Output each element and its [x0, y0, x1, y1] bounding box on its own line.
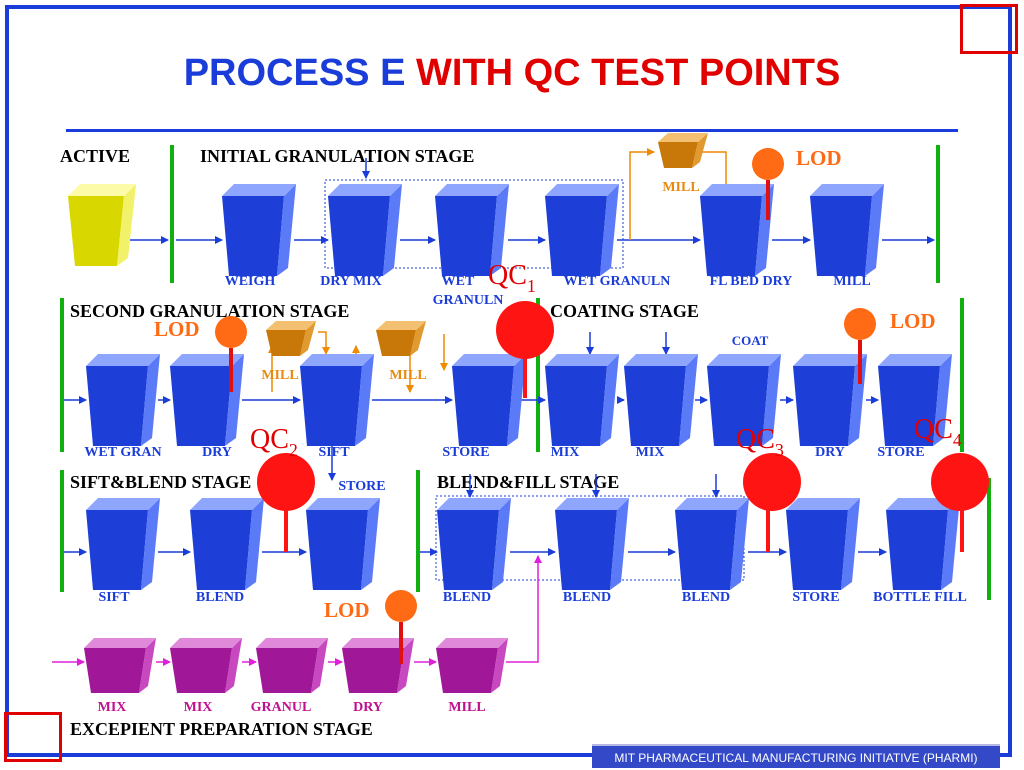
sift-unit-3 [86, 498, 160, 590]
fl-bed-dry-unit [700, 184, 774, 276]
label-wet-gran: WET GRAN [84, 445, 161, 460]
lod-label-3: LOD [890, 309, 936, 333]
label-dry-mix: DRY MIX [320, 274, 382, 289]
label-sift-3: SIFT [98, 590, 130, 605]
qc4-label: QC4 [914, 414, 962, 450]
label-blend-1: BLEND [443, 590, 491, 605]
label-weigh: WEIGH [225, 274, 276, 289]
label-wet-granuln: WET GRANULN [564, 274, 671, 289]
label-exc-mill: MILL [448, 700, 485, 715]
label-store-3: STORE [792, 590, 839, 605]
mix-unit-1 [545, 354, 619, 446]
title-part-1: PROCESS E [183, 52, 406, 94]
store-top-unit [306, 498, 380, 590]
excipient-dry-unit [342, 638, 414, 693]
label-mill: MILL [833, 274, 870, 289]
store-unit [452, 354, 526, 446]
wet-granuln-2-unit [545, 184, 619, 276]
label-fl-bed-dry: FL BED DRY [710, 274, 793, 289]
excipient-mix-unit-2 [170, 638, 242, 693]
corner-square-bottom-left [4, 712, 62, 762]
qc2-label: QC2 [250, 424, 298, 460]
lod-label-2: LOD [154, 317, 200, 341]
label-store: STORE [442, 445, 489, 460]
blend-unit-3 [675, 498, 749, 590]
lod-marker-1 [752, 148, 784, 180]
label-side-mill: MILL [662, 180, 699, 195]
mix-unit-2 [624, 354, 698, 446]
mill-unit-b [376, 321, 426, 356]
corner-square-top-right [960, 4, 1018, 54]
label-sift: SIFT [318, 445, 350, 460]
label-wet: WET [442, 274, 475, 289]
qc2-marker [257, 453, 315, 511]
qc1-marker [496, 301, 554, 359]
label-exc-dry: DRY [353, 700, 383, 715]
label-mix-1: MIX [551, 445, 580, 460]
label-coat: COAT [732, 333, 769, 348]
label-mix-2: MIX [636, 445, 665, 460]
lod-label-1: LOD [796, 146, 842, 170]
label-store-top: STORE [338, 479, 385, 494]
qc-points [257, 301, 989, 552]
excipient-granul-unit [256, 638, 328, 693]
stage-label-blendfill: BLEND&FILL STAGE [437, 472, 619, 492]
weigh-unit [222, 184, 296, 276]
side-mill-unit [658, 133, 708, 168]
blend-unit-2 [555, 498, 629, 590]
blend-unit-1 [437, 498, 511, 590]
label-store-2: STORE [877, 445, 924, 460]
lod-label-4: LOD [324, 598, 370, 622]
slide-title: PROCESS E WITH QC TEST POINTS [0, 52, 1024, 95]
store-unit-3 [786, 498, 860, 590]
stage-label-initial: INITIAL GRANULATION STAGE [200, 146, 474, 166]
row4-units [84, 638, 508, 693]
qc1-label: QC1 [488, 260, 536, 296]
qc3-label: QC3 [736, 424, 784, 460]
bottle-fill-unit [886, 498, 960, 590]
mill-unit-a [266, 321, 316, 356]
stage-label-second: SECOND GRANULATION STAGE [70, 301, 349, 321]
label-mill-a: MILL [261, 368, 298, 383]
footer-banner: MIT PHARMACEUTICAL MANUFACTURING INITIAT… [592, 744, 1000, 768]
row3-units [86, 498, 960, 590]
excipient-mill-unit [436, 638, 508, 693]
label-exc-mix-2: MIX [184, 700, 213, 715]
blend-unit [190, 498, 264, 590]
lod-marker-2 [215, 316, 247, 348]
label-bottle-fill: BOTTLE FILL [873, 590, 967, 605]
qc4-marker [931, 453, 989, 511]
sift-unit [300, 354, 374, 446]
label-granuln: GRANULN [433, 293, 504, 308]
label-dry-2: DRY [815, 445, 845, 460]
stage-label-coating: COATING STAGE [550, 301, 699, 321]
excipient-flow-lines [52, 555, 542, 666]
slide-frame [5, 5, 1012, 757]
stage-label-excipient: EXCEPIENT PREPARATION STAGE [70, 719, 373, 739]
lod-marker-4 [385, 590, 417, 622]
mill-unit [810, 184, 884, 276]
lod-points [215, 148, 876, 664]
lod-marker-3 [844, 308, 876, 340]
dry-unit-2 [793, 354, 867, 446]
title-part-2: WITH QC TEST POINTS [415, 52, 841, 94]
label-blend-3: BLEND [682, 590, 730, 605]
label-exc-mix-1: MIX [98, 700, 127, 715]
title-underline [66, 129, 958, 132]
dry-mix-unit [328, 184, 402, 276]
label-exc-granul: GRANUL [251, 700, 312, 715]
label-blend: BLEND [196, 590, 244, 605]
label-mill-b: MILL [389, 368, 426, 383]
wet-gran-unit [86, 354, 160, 446]
label-blend-2: BLEND [563, 590, 611, 605]
stage-label-active: ACTIVE [60, 146, 130, 166]
qc3-marker [743, 453, 801, 511]
label-dry: DRY [202, 445, 232, 460]
flow-lines [64, 158, 935, 556]
excipient-mix-unit-1 [84, 638, 156, 693]
active-hopper [68, 184, 136, 266]
stage-label-siftblend: SIFT&BLEND STAGE [70, 472, 251, 492]
